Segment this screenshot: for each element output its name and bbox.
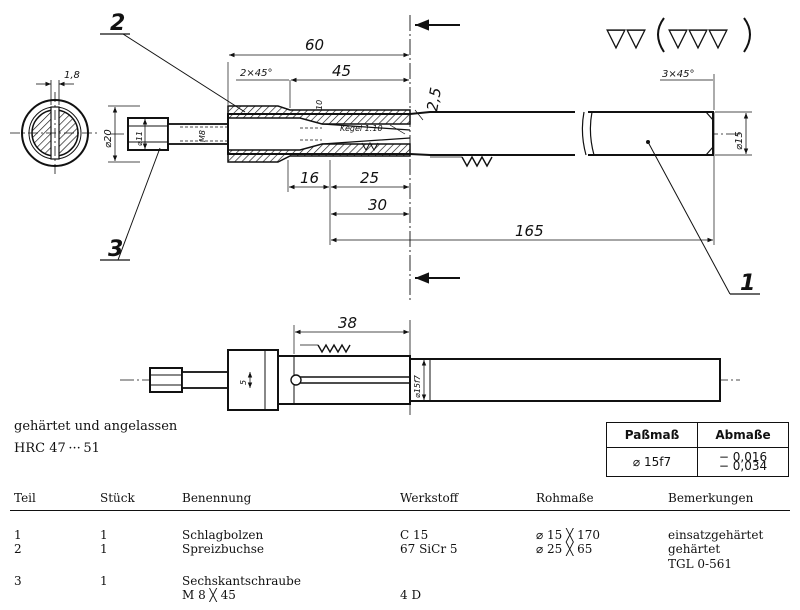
dim-15f7: ⌀15f7 <box>413 374 422 398</box>
col-header-remarks: Bemerkungen <box>668 491 754 505</box>
row1-qty: 1 <box>100 528 108 542</box>
fit-table: Paßmaß Abmaße ⌀ 15f7 − 0,016 − 0,034 <box>606 422 789 477</box>
row3-material: 4 D <box>400 588 422 602</box>
row3-name: Sechskantschraube <box>182 574 301 588</box>
dim-chamfer-left: 2×45° <box>240 68 272 79</box>
dim-16: 16 <box>300 169 319 187</box>
fit-table-header-fit: Paßmaß <box>606 422 698 448</box>
row3-part: 3 <box>14 574 22 588</box>
row2-remarks-standard: TGL 0-561 <box>668 557 732 571</box>
row3-qty: 1 <box>100 574 108 588</box>
hardness-note: HRC 47 ··· 51 <box>14 441 100 456</box>
dim-2-5: 2,5 <box>423 86 445 113</box>
taper-label: Kegel 1:10 <box>340 124 383 133</box>
col-header-raw-size: Rohmaße <box>536 491 594 505</box>
dim-15: ⌀15 <box>734 131 745 150</box>
dim-m8: M8 <box>198 130 207 142</box>
dim-chamfer-right: 3×45° <box>662 69 694 80</box>
main-view <box>100 15 760 300</box>
col-header-part: Teil <box>14 491 36 505</box>
dim-10: 10 <box>315 100 324 110</box>
detail-view <box>120 320 740 415</box>
row2-remarks: gehärtet <box>668 542 721 556</box>
row3-size: M 8 ╳ 45 <box>182 588 236 602</box>
dim-25: 25 <box>360 169 379 187</box>
dim-20: ⌀20 <box>103 129 114 148</box>
fit-table-header-deviation: Abmaße <box>697 422 789 448</box>
fit-value: ⌀ 15f7 <box>606 447 698 477</box>
row1-remarks: einsatzgehärtet <box>668 528 764 542</box>
row2-name: Spreizbuchse <box>182 542 265 556</box>
row1-raw-size: ⌀ 15 ╳ 170 <box>536 528 601 542</box>
dim-165: 165 <box>515 222 544 240</box>
surface-symbol-main: ▽▽ <box>606 23 646 53</box>
row1-part: 1 <box>14 528 22 542</box>
col-header-qty: Stück <box>100 491 135 505</box>
dim-38: 38 <box>338 314 357 332</box>
col-header-material: Werkstoff <box>400 491 459 505</box>
balloon-1: 1 <box>740 271 755 296</box>
end-view <box>10 80 100 175</box>
header-rule <box>10 510 790 511</box>
row2-part: 2 <box>14 542 22 556</box>
balloon-2: 2 <box>110 11 125 36</box>
row2-qty: 1 <box>100 542 108 556</box>
dim-5: 5 <box>239 380 248 385</box>
row2-raw-size: ⌀ 25 ╳ 65 <box>536 542 593 556</box>
row2-material: 67 SiCr 5 <box>400 542 458 556</box>
dim-30: 30 <box>368 196 387 214</box>
dim-11: ⌀11 <box>135 131 144 146</box>
row1-name: Schlagbolzen <box>182 528 264 542</box>
paren-left-icon <box>657 17 665 53</box>
technical-drawing: ▽▽ ▽▽▽ 1,8 2×45° 60 45 2,5 10 ⌀20 ⌀11 M8… <box>10 11 760 415</box>
heat-treatment-note: gehärtet und angelassen <box>14 419 178 434</box>
paren-right-icon <box>743 17 751 53</box>
dim-1-8: 1,8 <box>64 70 80 81</box>
row1-material: C 15 <box>400 528 429 542</box>
dim-45: 45 <box>332 62 351 80</box>
dim-60: 60 <box>305 36 324 54</box>
fit-deviation: − 0,016 − 0,034 <box>697 447 789 477</box>
balloon-3: 3 <box>108 237 123 262</box>
upper-deviation: − 0,016 <box>718 450 768 464</box>
lower-deviation: − 0,034 <box>718 459 768 473</box>
surface-symbol-general: ▽▽▽ <box>668 23 728 53</box>
col-header-name: Benennung <box>182 491 252 505</box>
